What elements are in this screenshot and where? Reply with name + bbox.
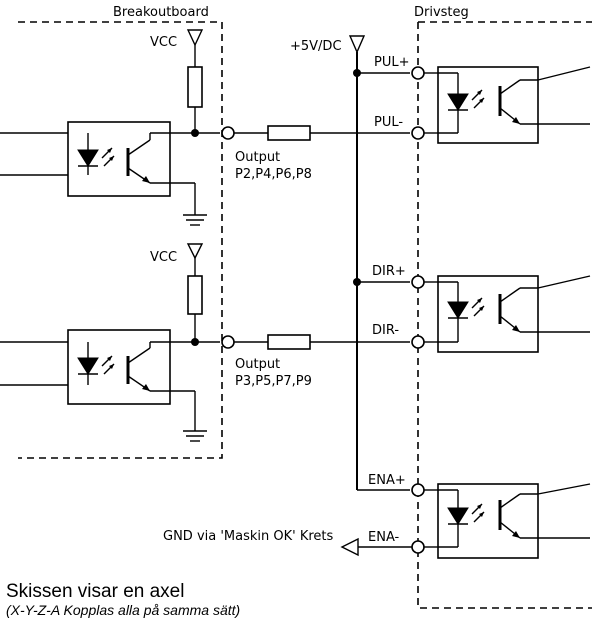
drivsteg-outline (417, 22, 592, 609)
drivsteg-title: Drivsteg (414, 5, 469, 20)
driver-optocoupler-pul (424, 66, 591, 144)
vcc-top-label: VCC (150, 35, 177, 50)
breakoutboard-outline (18, 21, 223, 459)
caption-sub: (X-Y-Z-A Kopplas alla på samma sätt) (6, 602, 240, 618)
output-top-pins: P2,P4,P6,P8 (235, 167, 312, 182)
pul-plus-label: PUL+ (374, 55, 410, 70)
dir-minus-terminal (411, 335, 425, 349)
output-bottom-label: Output (235, 357, 280, 372)
breakout-optocoupler-top (0, 121, 171, 197)
output-terminal-bottom (221, 335, 235, 349)
driver-optocoupler-dir (424, 275, 591, 353)
pul-minus-terminal (411, 126, 425, 140)
dir-minus-label: DIR- (372, 323, 399, 338)
plus5v-label: +5V/DC (290, 39, 342, 54)
vcc-bottom-label: VCC (150, 250, 177, 265)
pul-minus-label: PUL- (374, 115, 403, 130)
output-bottom-pins: P3,P5,P7,P9 (235, 374, 312, 389)
driver-optocoupler-ena (424, 483, 591, 559)
breakout-top-wiring (170, 29, 220, 226)
ena-minus-label: ENA- (368, 530, 400, 545)
ena-plus-terminal (411, 483, 425, 497)
series-resistor-top (234, 125, 410, 141)
output-terminal-top (221, 126, 235, 140)
dir-plus-terminal (411, 275, 425, 289)
pul-plus-terminal (411, 66, 425, 80)
ena-plus-label: ENA+ (368, 473, 406, 488)
breakoutboard-title: Breakoutboard (113, 5, 209, 20)
breakout-optocoupler-bottom (0, 329, 171, 405)
gnd-note: GND via 'Maskin OK' Krets (163, 529, 334, 544)
breakout-bottom-wiring (170, 243, 220, 442)
gnd-arrow (340, 537, 412, 557)
caption-main: Skissen visar en axel (6, 581, 184, 602)
plus5v-bus (348, 35, 410, 491)
ena-minus-terminal (411, 540, 425, 554)
dir-plus-label: DIR+ (372, 264, 406, 279)
series-resistor-bottom (234, 334, 410, 350)
output-top-label: Output (235, 150, 280, 165)
